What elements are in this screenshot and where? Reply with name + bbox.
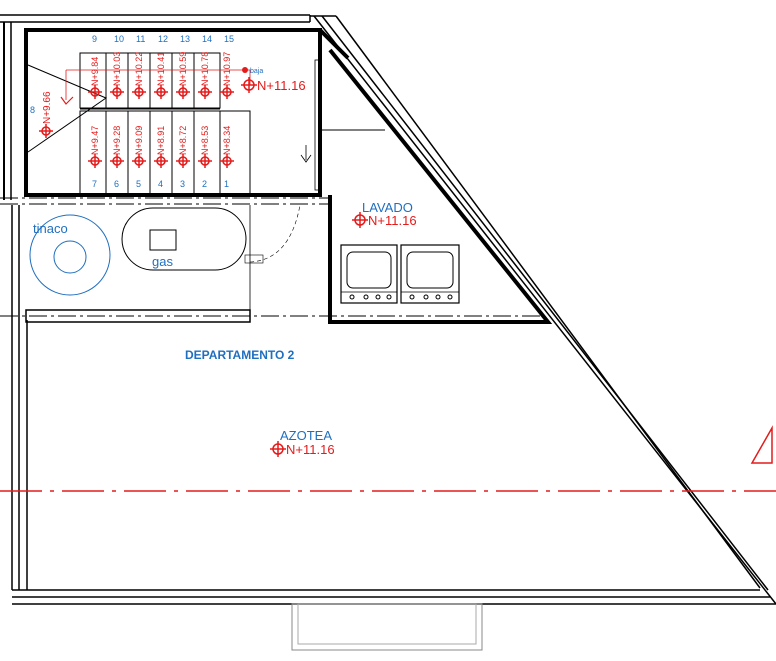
outer-walls [0,14,776,605]
level-text-lavado: N+11.16 [368,213,417,228]
step-number: 6 [114,179,119,189]
room-label-departamento: DEPARTAMENTO 2 [185,348,295,362]
step-level: N+10.41 [156,52,166,86]
step-number: 9 [92,34,97,44]
step-level: N+10.78 [200,52,210,86]
step-number: 4 [158,179,163,189]
washer-1 [340,244,398,304]
corridor-walls [0,197,540,323]
lavado-room [328,48,553,324]
step-level: N+9.09 [134,126,144,155]
step-number: 13 [180,34,190,44]
step-level: N+10.22 [134,52,144,86]
step-number: 11 [136,34,145,44]
level-text-stair-top: N+11.16 [257,78,306,93]
level-text-azotea: N+11.16 [286,442,335,457]
stair-room [24,28,385,197]
landing-marker: 8 N+9.66 [30,91,53,138]
washer-2 [400,244,460,304]
label-baja: baja [250,68,263,75]
gas-tank-symbol [121,207,247,271]
level-marker-stair-top: N+11.16 baja [241,67,306,93]
step-number: 3 [180,179,185,189]
baja-dot [242,67,248,73]
room-label-lavado: LAVADO [362,200,413,215]
level-marker-lavado: N+11.16 [352,212,417,228]
label-gas: gas [152,254,173,269]
step-number: 2 [202,179,207,189]
label-tinaco: tinaco [33,221,68,236]
section-line [0,425,776,492]
step-level: N+10.97 [222,52,232,86]
landing-number: 8 [30,105,35,115]
balcony [291,603,483,651]
step-level: N+9.84 [90,57,100,86]
step-level: N+8.72 [178,126,188,155]
step-level: N+9.47 [90,126,100,155]
step-number: 14 [202,34,212,44]
stair-upper-flight: 9N+9.84 10N+10.03 11N+10.22 12N+10.41 13N+10… [88,34,234,99]
step-level: N+8.91 [156,126,166,155]
stair-lower-flight: 7 N+9.47 6 N+9.28 5 N+9.09 4 N+8.91 3 N+8.72 2 N+8.… [88,126,234,189]
step-number: 12 [158,34,168,44]
step-number: 5 [136,179,141,189]
room-label-azotea: AZOTEA [280,428,332,443]
step-level: N+10.59 [178,52,188,86]
landing-level: N+9.66 [42,91,53,124]
step-level: N+10.03 [112,52,122,86]
step-level: N+8.34 [222,126,232,155]
step-level: N+8.53 [200,126,210,155]
step-number: 10 [114,34,124,44]
step-number: 1 [224,179,229,189]
step-number: 7 [92,179,97,189]
level-marker-azotea: N+11.16 [270,441,335,457]
step-number: 15 [224,34,234,44]
step-level: N+9.28 [112,126,122,155]
tinaco-symbol [29,214,111,296]
